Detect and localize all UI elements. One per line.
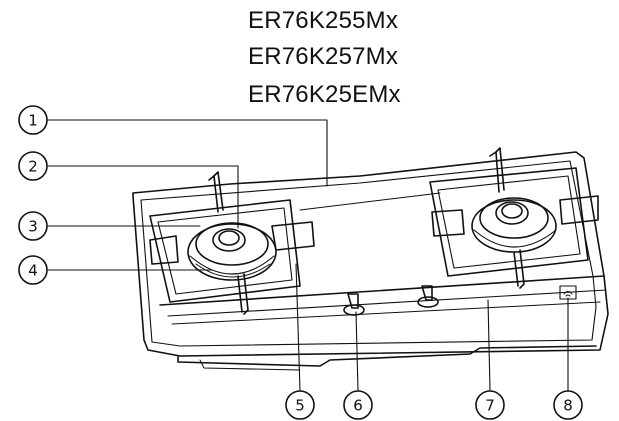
callout-2: 2 <box>18 151 48 181</box>
right-burner <box>471 197 557 253</box>
model-name: ER76K255Mx <box>248 7 399 34</box>
leader-lines <box>47 119 569 391</box>
callout-3: 3 <box>18 211 48 241</box>
callout-number: 8 <box>563 397 573 415</box>
callout-1: 1 <box>18 105 48 135</box>
callout-7: 7 <box>475 390 505 420</box>
right-control-knob <box>417 285 439 308</box>
callout-number: 4 <box>28 262 38 280</box>
callout-5: 5 <box>285 390 315 420</box>
left-burner <box>187 222 277 281</box>
callout-number: 2 <box>28 158 38 176</box>
callout-6: 6 <box>343 390 373 420</box>
callout-number: 5 <box>295 397 305 415</box>
callout-number: 7 <box>485 397 495 415</box>
callout-number: 3 <box>28 218 38 236</box>
right-pan-support <box>429 147 599 289</box>
model-list: ER76K255Mx ER76K257Mx ER76K25EMx <box>0 0 619 125</box>
glass-top-panel <box>132 151 609 357</box>
callout-8: 8 <box>553 390 583 420</box>
model-name: ER76K25EMx <box>248 81 401 108</box>
left-control-knob <box>343 293 365 316</box>
control-panel-strip <box>159 275 607 371</box>
callout-number: 6 <box>353 397 363 415</box>
left-pan-support <box>149 171 315 315</box>
callout-4: 4 <box>18 255 48 285</box>
model-name: ER76K257Mx <box>248 43 399 70</box>
callout-number: 1 <box>28 112 38 130</box>
